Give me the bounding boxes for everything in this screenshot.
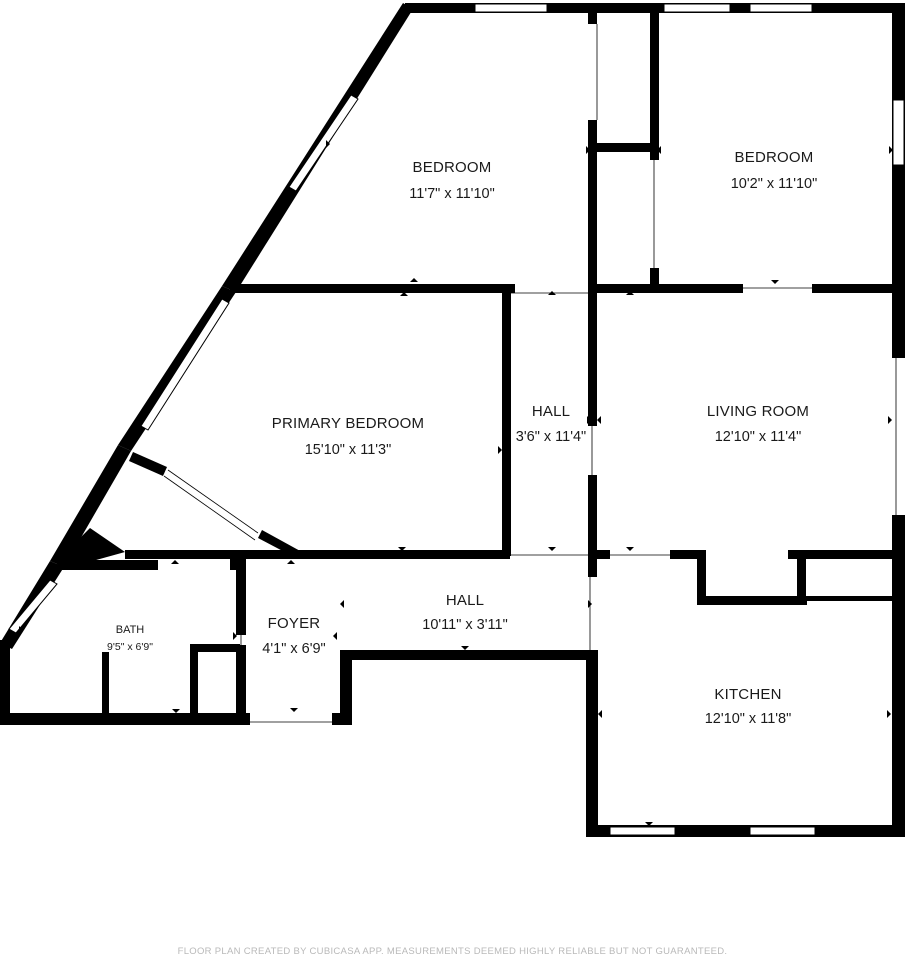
room-name-foyer: FOYER [268, 615, 321, 632]
room-name-bedroom-right: BEDROOM [735, 149, 814, 166]
room-dims-primary-bedroom: 15'10" x 11'3" [305, 442, 392, 458]
room-name-primary-bedroom: PRIMARY BEDROOM [272, 415, 424, 432]
room-name-kitchen: KITCHEN [714, 686, 781, 703]
room-dims-kitchen: 12'10" x 11'8" [705, 711, 792, 727]
room-dims-hall-vertical: 3'6" x 11'4" [516, 429, 586, 445]
room-name-living-room: LIVING ROOM [707, 403, 809, 420]
room-dims-living-room: 12'10" x 11'4" [715, 429, 802, 445]
door-openings [163, 24, 897, 825]
room-name-hall-horizontal: HALL [446, 592, 484, 609]
windows [8, 3, 905, 836]
room-dims-foyer: 4'1" x 6'9" [262, 641, 325, 657]
room-dims-bath: 9'5" x 6'9" [107, 641, 153, 653]
room-dims-hall-horizontal: 10'11" x 3'11" [422, 617, 507, 633]
footer-disclaimer: FLOOR PLAN CREATED BY CUBICASA APP. MEAS… [177, 946, 728, 957]
room-name-bath: BATH [116, 624, 145, 636]
room-dims-bedroom-right: 10'2" x 11'10" [731, 176, 818, 192]
room-name-hall-vertical: HALL [532, 403, 570, 420]
room-name-bedroom-left: BEDROOM [413, 159, 492, 176]
dimension-markers [19, 140, 893, 826]
room-dims-bedroom-left: 11'7" x 11'10" [409, 186, 494, 202]
room-labels: BEDROOM 11'7" x 11'10" BEDROOM 10'2" x 1… [107, 149, 817, 727]
